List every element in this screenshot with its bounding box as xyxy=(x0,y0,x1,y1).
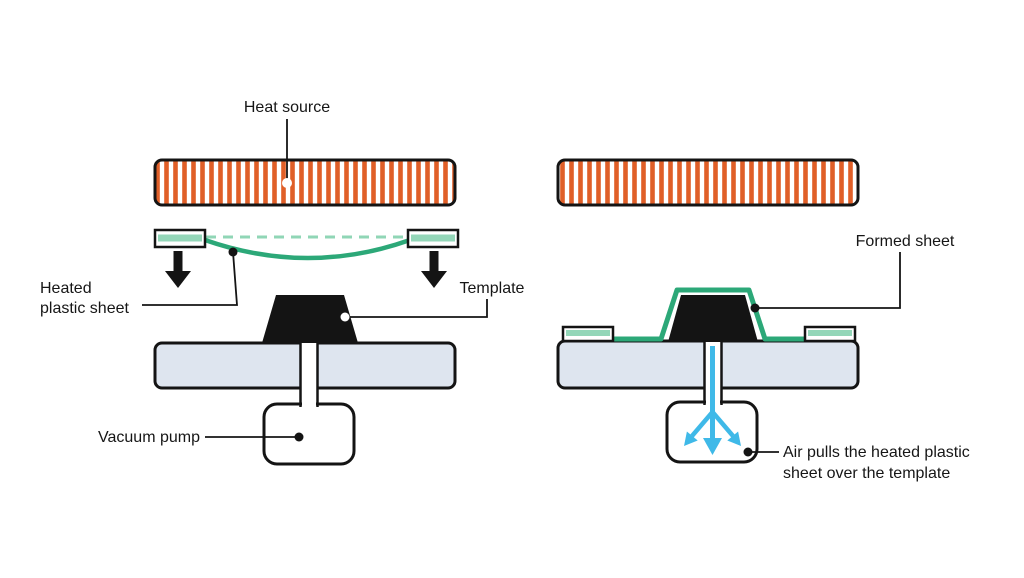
vacuum-pump-callout-dot xyxy=(294,432,304,442)
down-arrow-right xyxy=(421,251,447,288)
formed-sheet-label: Formed sheet xyxy=(856,233,955,250)
air-caption-callout-dot xyxy=(743,447,753,457)
clamp-right-green-band xyxy=(411,234,455,242)
heated-sheet-label-line1: Heated xyxy=(40,280,92,297)
formed-sheet-callout-line xyxy=(755,252,901,309)
heat-source-label: Heat source xyxy=(244,99,330,116)
down-arrow-right-head xyxy=(421,271,447,288)
formed-sheet-path xyxy=(563,287,855,342)
heated-sheet-label: Heated plastic sheet xyxy=(40,280,129,317)
air-suction-arrows xyxy=(684,346,741,455)
formed-sheet-callout-dot xyxy=(750,303,760,313)
down-arrow-left xyxy=(165,251,191,288)
heat-source-element-left xyxy=(153,158,457,207)
air-caption: Air pulls the heated plastic sheet over … xyxy=(783,444,974,482)
air-arrow-right-shaft xyxy=(710,410,735,438)
heat-source-element-right xyxy=(556,158,860,207)
heated-sheet-curve xyxy=(202,237,413,261)
template-left xyxy=(262,295,358,343)
vacuum-channel-left xyxy=(299,341,319,407)
air-arrow-left-shaft xyxy=(690,410,715,438)
air-caption-line2: sheet over the template xyxy=(783,465,950,482)
down-arrow-left-shaft xyxy=(173,251,183,272)
air-arrow-center-head xyxy=(703,438,722,455)
air-caption-line1: Air pulls the heated plastic xyxy=(783,444,970,461)
heat-source-callout-dot xyxy=(282,178,292,188)
template-right xyxy=(668,295,758,342)
template-callout-line xyxy=(345,299,488,318)
air-arrow-right-head xyxy=(727,431,741,446)
heated-sheet-callout-line xyxy=(142,251,238,306)
air-arrow-left-head xyxy=(684,431,698,446)
down-arrow-left-head xyxy=(165,271,191,288)
heated-sheet-label-line2: plastic sheet xyxy=(40,300,129,317)
clamp-left-green-band xyxy=(158,234,202,242)
pump-channel-opening-left xyxy=(302,400,316,407)
heated-sheet-callout-dot xyxy=(228,247,238,257)
template-label: Template xyxy=(460,280,525,297)
clamp-right-panel-right-green-band xyxy=(808,330,852,336)
clamp-right-panel-left-green-band xyxy=(566,330,610,336)
vacuum-pump-label: Vacuum pump xyxy=(98,429,200,446)
vacuum-pump-left xyxy=(262,402,356,466)
template-callout-dot xyxy=(340,312,350,322)
down-arrow-right-shaft xyxy=(429,251,439,272)
